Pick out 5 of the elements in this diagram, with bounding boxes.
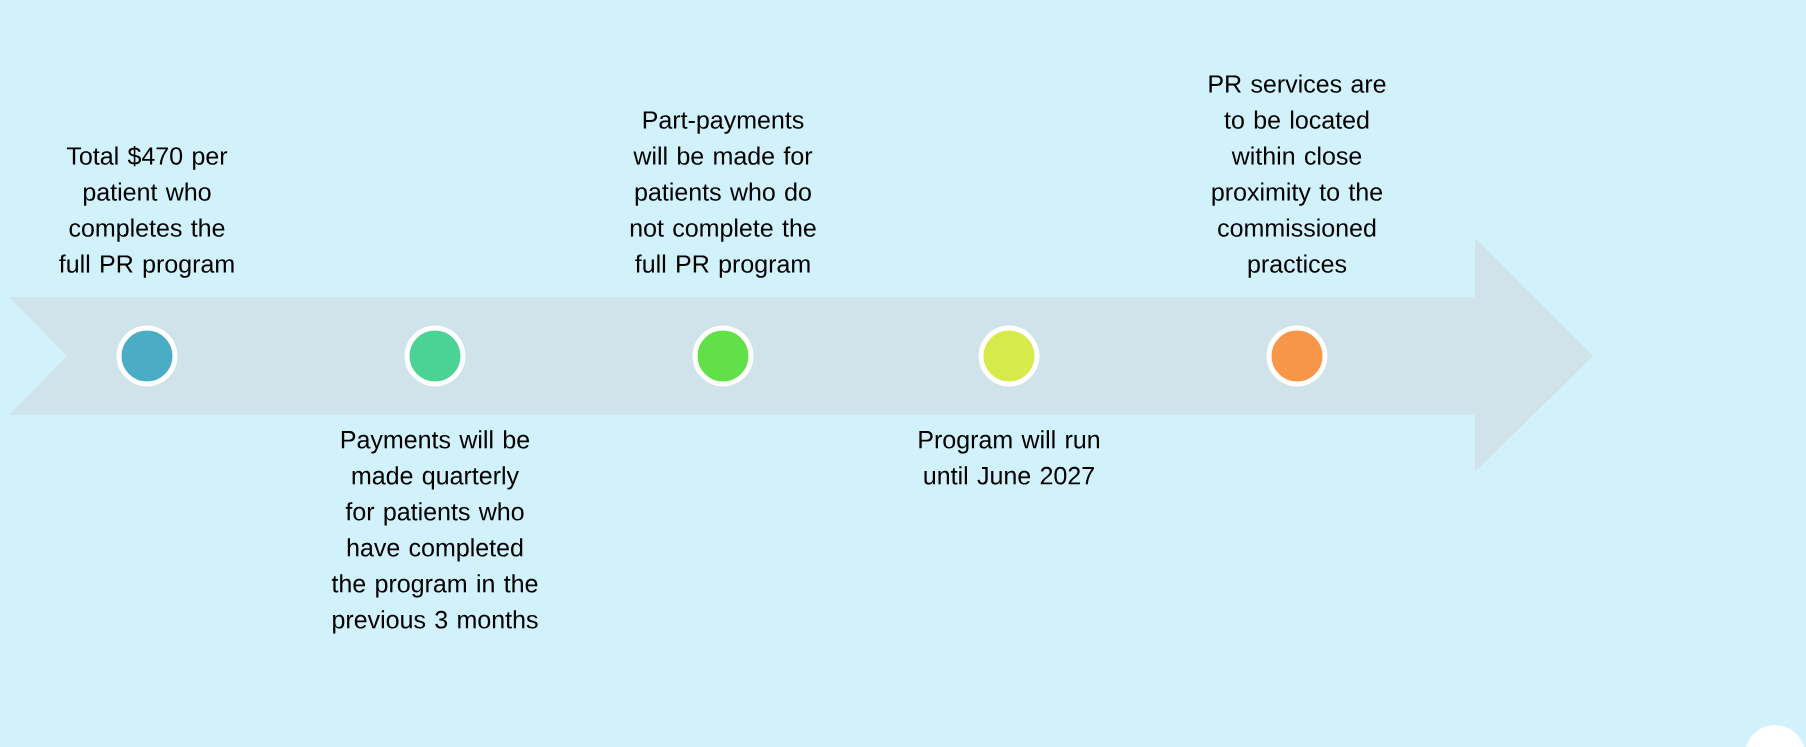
- milestone-text: PR services are to be located within close proximity to the commissioned practices: [1209, 74, 1386, 278]
- milestone-text: Program will run until June 2027: [919, 430, 1100, 485]
- milestone-text: Payments will be made quarterly for patients who have completed the program in the previous 3 months: [331, 430, 538, 634]
- milestone-text: Part-payments will be made for patients who do not complete the full PR program: [630, 111, 816, 278]
- milestone-text: Total $470 per patient who completes the full PR program: [59, 146, 234, 278]
